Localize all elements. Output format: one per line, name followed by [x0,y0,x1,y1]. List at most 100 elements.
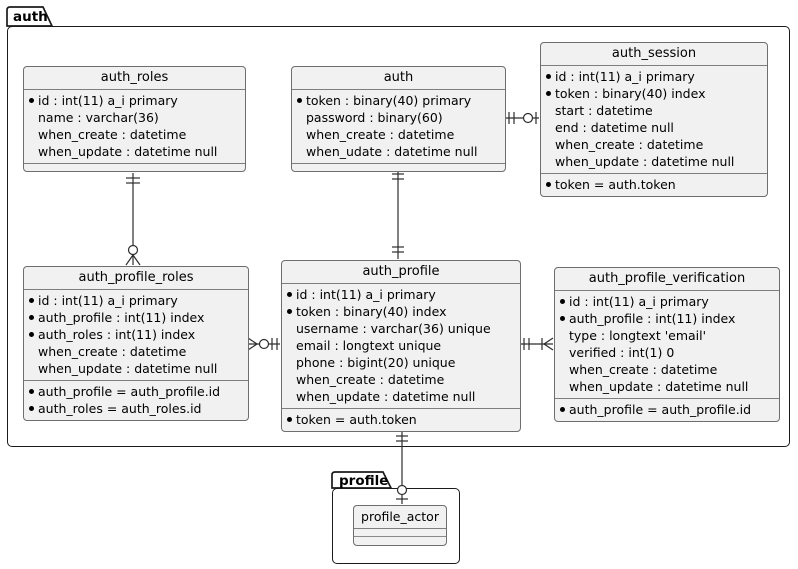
attribute-row: token : binary(40) index [282,303,516,320]
package-profile-tab [331,471,393,489]
entity-empty-compartment [354,529,446,536]
relation-auth_profile_roles-auth_profile [247,337,280,351]
relation-auth_roles-auth_profile_roles [125,173,141,266]
attribute-row: when_update : datetime null [555,378,775,395]
entity-auth-roles: auth_roles id : int(11) a_i primary name … [23,66,246,172]
attribute-row: username : varchar(36) unique [282,320,516,337]
key-bullet-icon [24,332,38,337]
attribute-row: id : int(11) a_i primary [24,292,244,309]
attribute-row: when_update : datetime null [282,388,516,405]
attribute-text: when_update : datetime null [38,144,218,159]
attribute-text: when_create : datetime [306,127,455,142]
attribute-row: token = auth.token [541,176,763,193]
attribute-row: password : binary(60) [292,109,501,126]
attribute-text: email : longtext unique [296,338,442,353]
attribute-text: start : datetime [555,103,653,118]
entity-title: auth_session [541,43,767,66]
attribute-text: id : int(11) a_i primary [555,69,695,84]
attribute-row: verified : int(1) 0 [555,344,775,361]
attribute-text: token : binary(40) index [296,304,447,319]
attribute-text: when_udate : datetime null [306,144,478,159]
relation-auth-auth_profile [392,167,404,259]
key-bullet-icon [24,298,38,303]
attribute-row: when_update : datetime null [24,360,244,377]
entity-title: auth_profile_verification [555,268,779,291]
attribute-text: username : varchar(36) unique [296,321,491,336]
attribute-text: password : binary(60) [306,110,443,125]
entity-auth-profile-roles: auth_profile_roles id : int(11) a_i prim… [23,266,249,421]
entity-attributes: id : int(11) a_i primary name : varchar(3… [24,90,245,163]
attribute-row: when_create : datetime [555,361,775,378]
attribute-row: end : datetime null [541,119,763,136]
attribute-text: type : longtext 'email' [569,328,707,343]
attribute-row: auth_profile = auth_profile.id [555,401,775,418]
attribute-row: id : int(11) a_i primary [282,286,516,303]
attribute-row: when_udate : datetime null [292,143,501,160]
attribute-text: auth_profile = auth_profile.id [38,384,221,399]
attribute-text: name : varchar(36) [38,110,159,125]
attribute-text: when_create : datetime [38,344,187,359]
key-bullet-icon [541,91,555,96]
key-bullet-icon [555,299,569,304]
attribute-text: phone : bigint(20) unique [296,355,456,370]
attribute-row: name : varchar(36) [24,109,241,126]
attribute-row: auth_profile = auth_profile.id [24,383,244,400]
attribute-row: email : longtext unique [282,337,516,354]
key-bullet-icon [24,406,38,411]
entity-footer: auth_profile = auth_profile.id [555,398,779,421]
entity-footer [24,163,245,171]
attribute-row: auth_profile : int(11) index [24,309,244,326]
attribute-text: id : int(11) a_i primary [569,294,709,309]
entity-title: auth_profile [282,261,520,284]
entity-title: profile_actor [354,506,446,529]
attribute-row: when_create : datetime [541,136,763,153]
attribute-text: auth_roles = auth_roles.id [38,401,202,416]
key-bullet-icon [24,389,38,394]
entity-footer: auth_profile = auth_profile.id auth_roles… [24,380,248,420]
attribute-row: when_create : datetime [24,126,241,143]
key-bullet-icon [541,74,555,79]
relation-auth_profile-profile_actor [396,430,408,504]
attribute-row: type : longtext 'email' [555,327,775,344]
attribute-text: id : int(11) a_i primary [38,93,178,108]
attribute-row: when_create : datetime [24,343,244,360]
attribute-row: when_update : datetime null [24,143,241,160]
attribute-text: token : binary(40) index [555,86,706,101]
attribute-row: when_update : datetime null [541,153,763,170]
entity-profile-actor: profile_actor [353,505,447,546]
relation-auth_profile-auth_profile_verification [520,337,554,351]
attribute-text: when_create : datetime [296,372,445,387]
attribute-text: auth_profile : int(11) index [38,310,205,325]
attribute-row: auth_roles : int(11) index [24,326,244,343]
entity-auth-session: auth_session id : int(11) a_i primary tok… [540,42,768,197]
key-bullet-icon [541,182,555,187]
attribute-row: id : int(11) a_i primary [541,68,763,85]
package-auth-tab [6,6,54,27]
attribute-text: auth_profile : int(11) index [569,311,736,326]
entity-title: auth_roles [24,67,245,90]
entity-attributes: id : int(11) a_i primary auth_profile : i… [555,291,779,398]
attribute-text: when_create : datetime [38,127,187,142]
key-bullet-icon [24,315,38,320]
attribute-row: id : int(11) a_i primary [555,293,775,310]
key-bullet-icon [282,417,296,422]
entity-empty-compartment [354,536,446,545]
entity-title: auth [292,67,505,90]
entity-footer: token = auth.token [282,408,520,431]
attribute-row: token : binary(40) primary [292,92,501,109]
package-profile [332,488,460,564]
attribute-row: id : int(11) a_i primary [24,92,241,109]
attribute-row: when_create : datetime [292,126,501,143]
entity-attributes: id : int(11) a_i primary token : binary(4… [541,66,767,173]
attribute-row: start : datetime [541,102,763,119]
key-bullet-icon [24,98,38,103]
key-bullet-icon [292,98,306,103]
attribute-row: when_create : datetime [282,371,516,388]
attribute-text: auth_profile = auth_profile.id [569,402,752,417]
entity-footer [292,163,505,171]
